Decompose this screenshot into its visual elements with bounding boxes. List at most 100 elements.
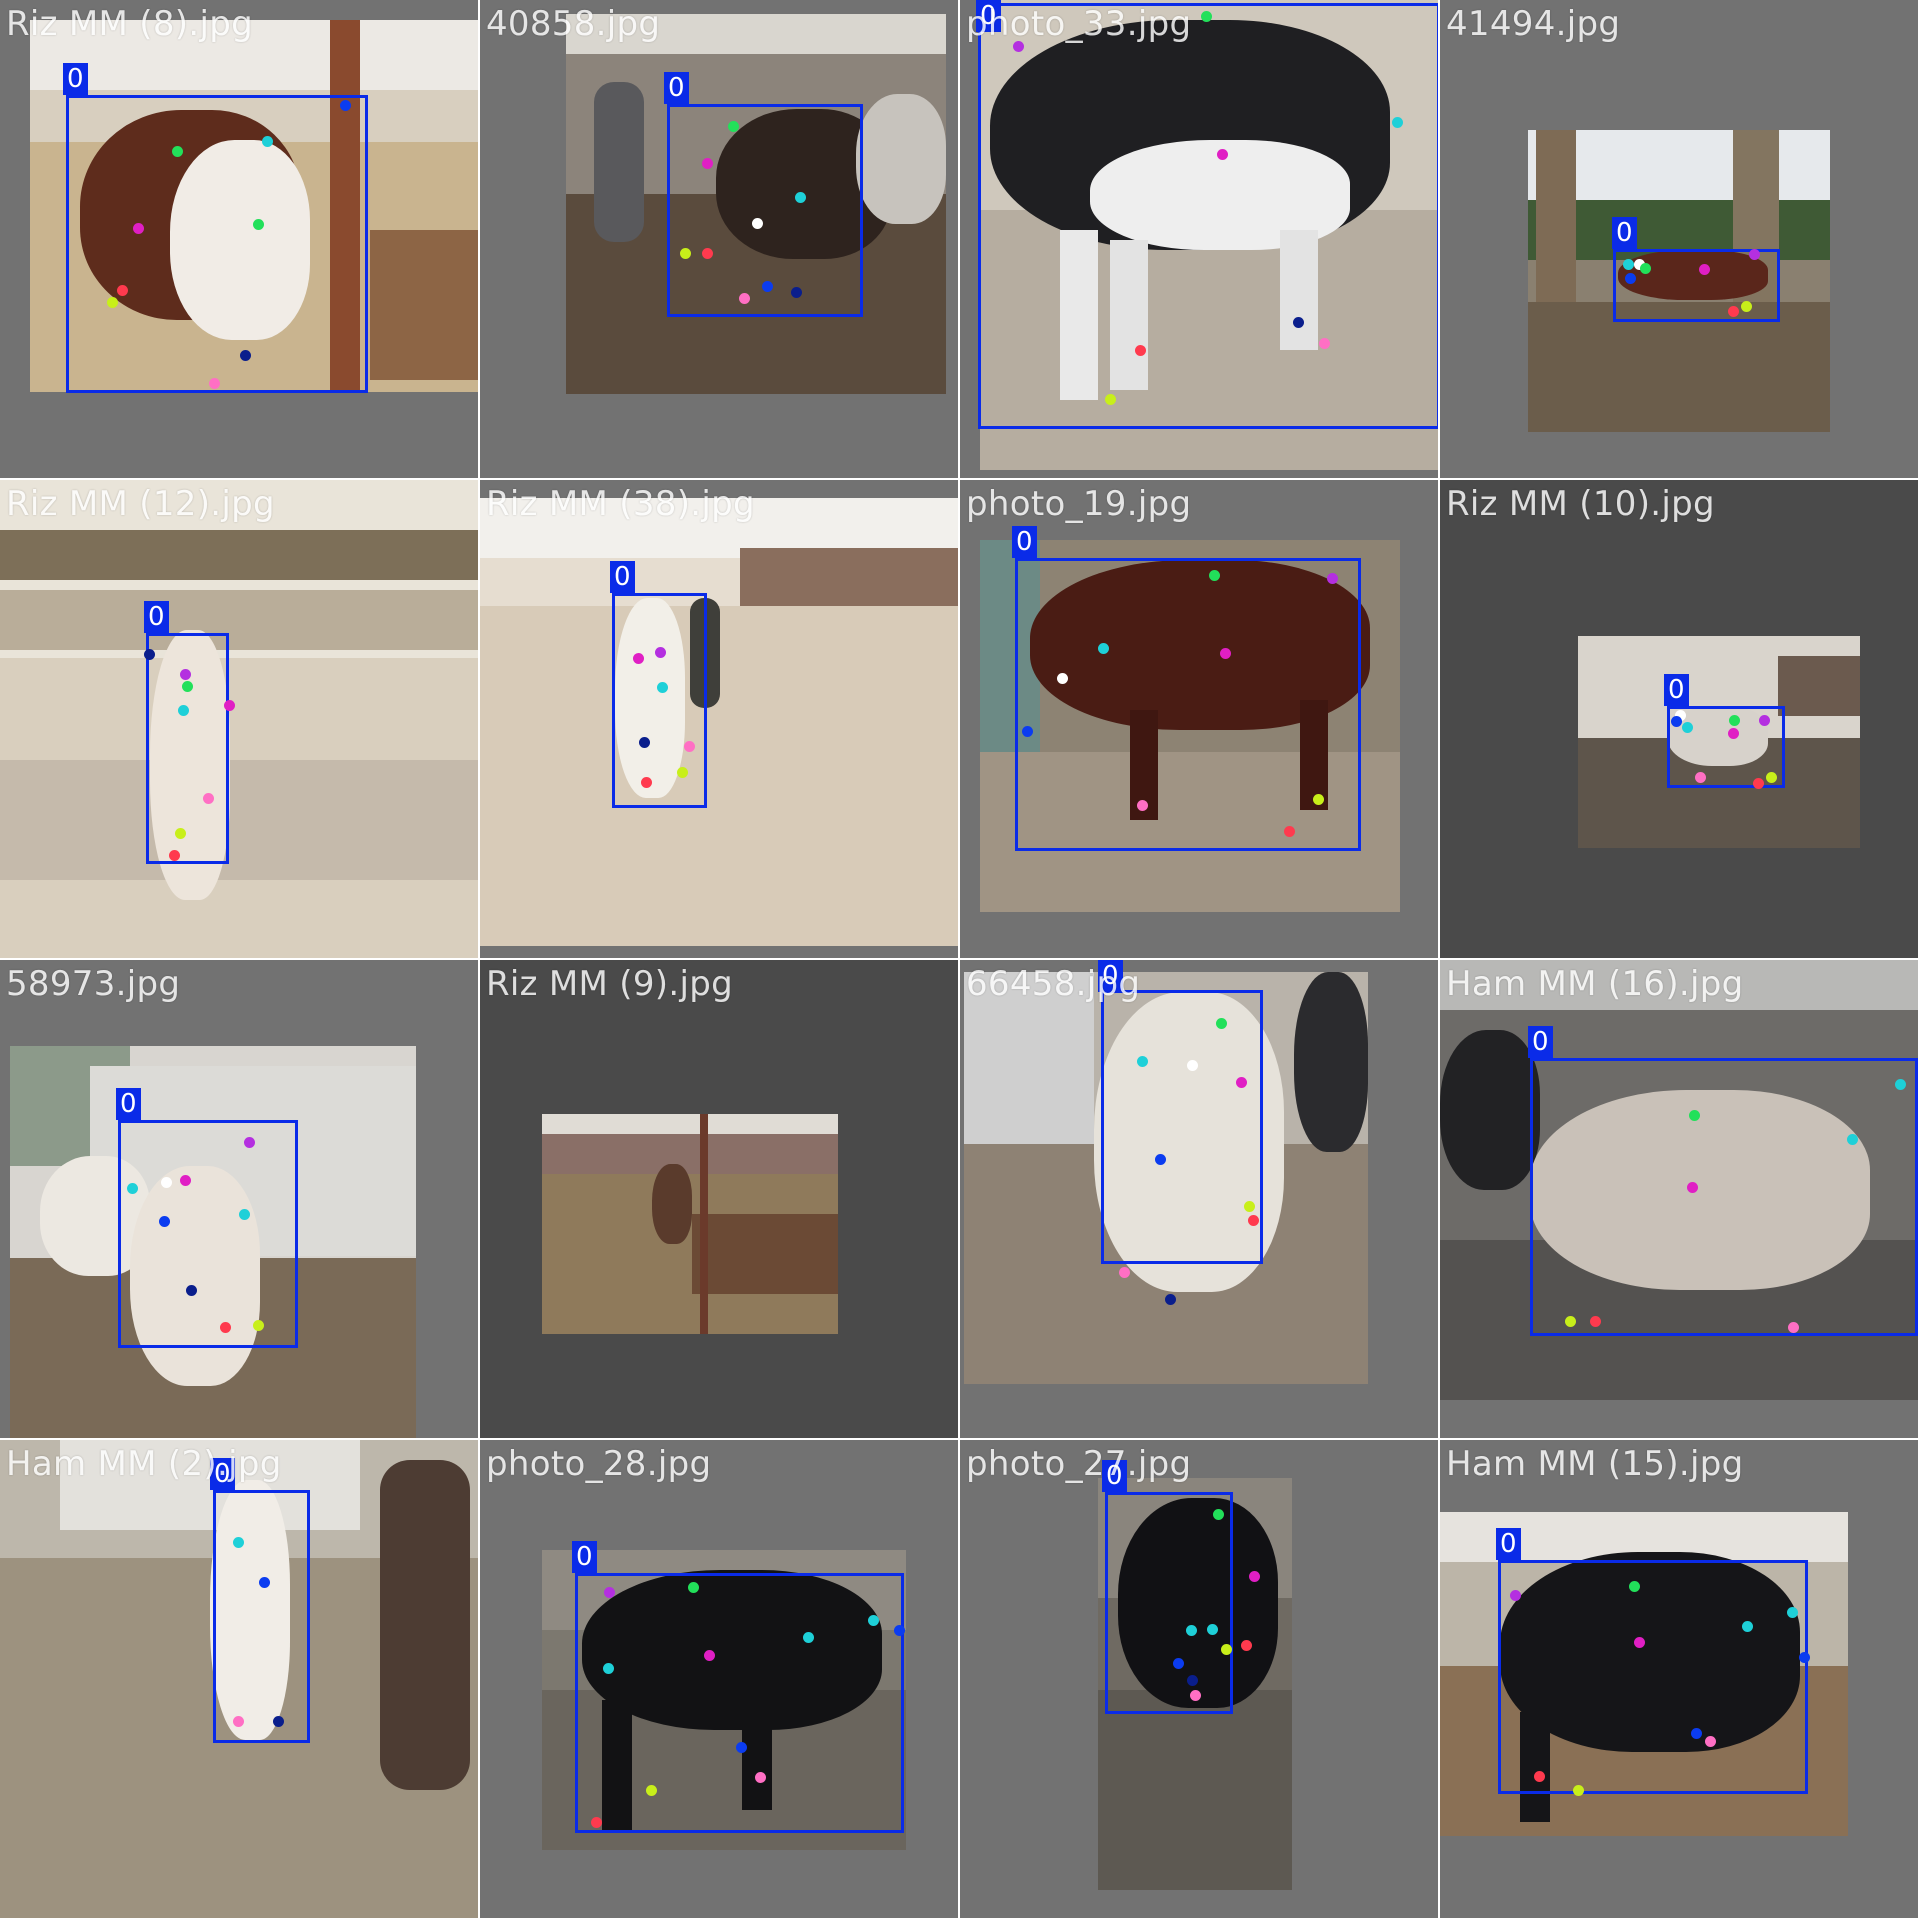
keypoint xyxy=(603,1663,614,1674)
photo xyxy=(0,1440,478,1918)
keypoint xyxy=(1187,1675,1198,1686)
image-filename: 41494.jpg xyxy=(1446,4,1621,44)
keypoint xyxy=(1788,1322,1799,1333)
photo xyxy=(566,14,946,394)
detection-box xyxy=(146,633,229,864)
keypoint xyxy=(1186,1625,1197,1636)
keypoint xyxy=(688,1582,699,1593)
person-shape xyxy=(594,82,644,242)
keypoint xyxy=(1313,794,1324,805)
class-label: 0 xyxy=(116,1088,141,1120)
keypoint xyxy=(1119,1267,1130,1278)
class-label: 0 xyxy=(1098,960,1123,992)
keypoint xyxy=(795,192,806,203)
keypoint xyxy=(1207,1624,1218,1635)
image-tile: 0 photo_28.jpg xyxy=(480,1440,958,1918)
keypoint xyxy=(273,1716,284,1727)
detection-box xyxy=(1015,558,1361,851)
photo xyxy=(480,498,958,946)
ground xyxy=(1098,1690,1292,1890)
keypoint xyxy=(1749,249,1760,260)
keypoint xyxy=(1241,1640,1252,1651)
photo xyxy=(30,20,478,392)
keypoint xyxy=(1753,778,1764,789)
keypoint xyxy=(180,1175,191,1186)
keypoint xyxy=(1634,1637,1645,1648)
keypoint xyxy=(646,1785,657,1796)
leg xyxy=(1060,230,1098,400)
image-filename: Ham MM (2).jpg xyxy=(6,1444,282,1484)
keypoint xyxy=(791,287,802,298)
image-filename: 66458.jpg xyxy=(966,964,1141,1004)
leg xyxy=(1520,1712,1550,1822)
keypoint xyxy=(1022,726,1033,737)
keypoint xyxy=(1634,259,1645,270)
detection-box xyxy=(1498,1560,1808,1794)
detection-box xyxy=(612,593,707,808)
keypoint xyxy=(233,1716,244,1727)
keypoint xyxy=(1682,722,1693,733)
cow-shape xyxy=(582,1570,882,1730)
image-tile: 0 66458.jpg xyxy=(960,960,1438,1438)
keypoint xyxy=(1135,345,1146,356)
keypoint xyxy=(133,223,144,234)
keypoint xyxy=(641,777,652,788)
shadow xyxy=(0,760,478,880)
class-label: 0 xyxy=(1612,217,1637,249)
keypoint xyxy=(752,218,763,229)
post xyxy=(330,20,360,392)
keypoint xyxy=(253,1320,264,1331)
keypoint xyxy=(107,297,118,308)
ground xyxy=(980,752,1400,912)
keypoint xyxy=(1284,826,1295,837)
keypoint xyxy=(1728,728,1739,739)
image-filename: Riz MM (10).jpg xyxy=(1446,484,1715,524)
keypoint xyxy=(1165,1294,1176,1305)
keypoint xyxy=(259,1577,270,1588)
detection-box xyxy=(1105,1492,1233,1714)
keypoint xyxy=(182,681,193,692)
cow-shape xyxy=(652,1164,692,1244)
keypoint xyxy=(1137,1056,1148,1067)
keypoint xyxy=(1766,772,1777,783)
keypoint xyxy=(1213,1509,1224,1520)
class-label: 0 xyxy=(610,561,635,593)
keypoint xyxy=(159,1216,170,1227)
ground xyxy=(1528,302,1830,432)
cow-shape xyxy=(1094,992,1284,1292)
detection-box xyxy=(1101,990,1263,1264)
cow-shape xyxy=(615,598,685,798)
keypoint xyxy=(868,1615,879,1626)
class-label: 0 xyxy=(144,601,169,633)
keypoint xyxy=(1216,1018,1227,1029)
image-filename: Riz MM (12).jpg xyxy=(6,484,275,524)
image-tile: 0 41494.jpg xyxy=(1440,0,1918,478)
detection-box xyxy=(213,1490,310,1743)
keypoint xyxy=(240,350,251,361)
keypoint xyxy=(253,219,264,230)
image-tile: 0 58973.jpg xyxy=(0,960,478,1438)
keypoint xyxy=(1671,716,1682,727)
keypoint xyxy=(1590,1316,1601,1327)
keypoint xyxy=(1675,710,1686,721)
keypoint xyxy=(262,136,273,147)
keypoint xyxy=(1137,800,1148,811)
keypoint xyxy=(1759,715,1770,726)
detection-box xyxy=(66,95,368,393)
detection-box xyxy=(1530,1058,1918,1336)
keypoint xyxy=(1248,1215,1259,1226)
keypoint xyxy=(1699,264,1710,275)
keypoint xyxy=(1695,772,1706,783)
keypoint xyxy=(1013,41,1024,52)
image-filename: photo_27.jpg xyxy=(966,1444,1192,1484)
keypoint xyxy=(1221,1644,1232,1655)
keypoint xyxy=(1534,1771,1545,1782)
keypoint xyxy=(1327,573,1338,584)
detection-box xyxy=(667,104,863,317)
keypoint xyxy=(894,1625,905,1636)
cow-shape xyxy=(1500,1552,1800,1752)
image-filename: Riz MM (8).jpg xyxy=(6,4,253,44)
keypoint xyxy=(1729,715,1740,726)
person-shape xyxy=(380,1460,470,1790)
keypoint xyxy=(172,146,183,157)
